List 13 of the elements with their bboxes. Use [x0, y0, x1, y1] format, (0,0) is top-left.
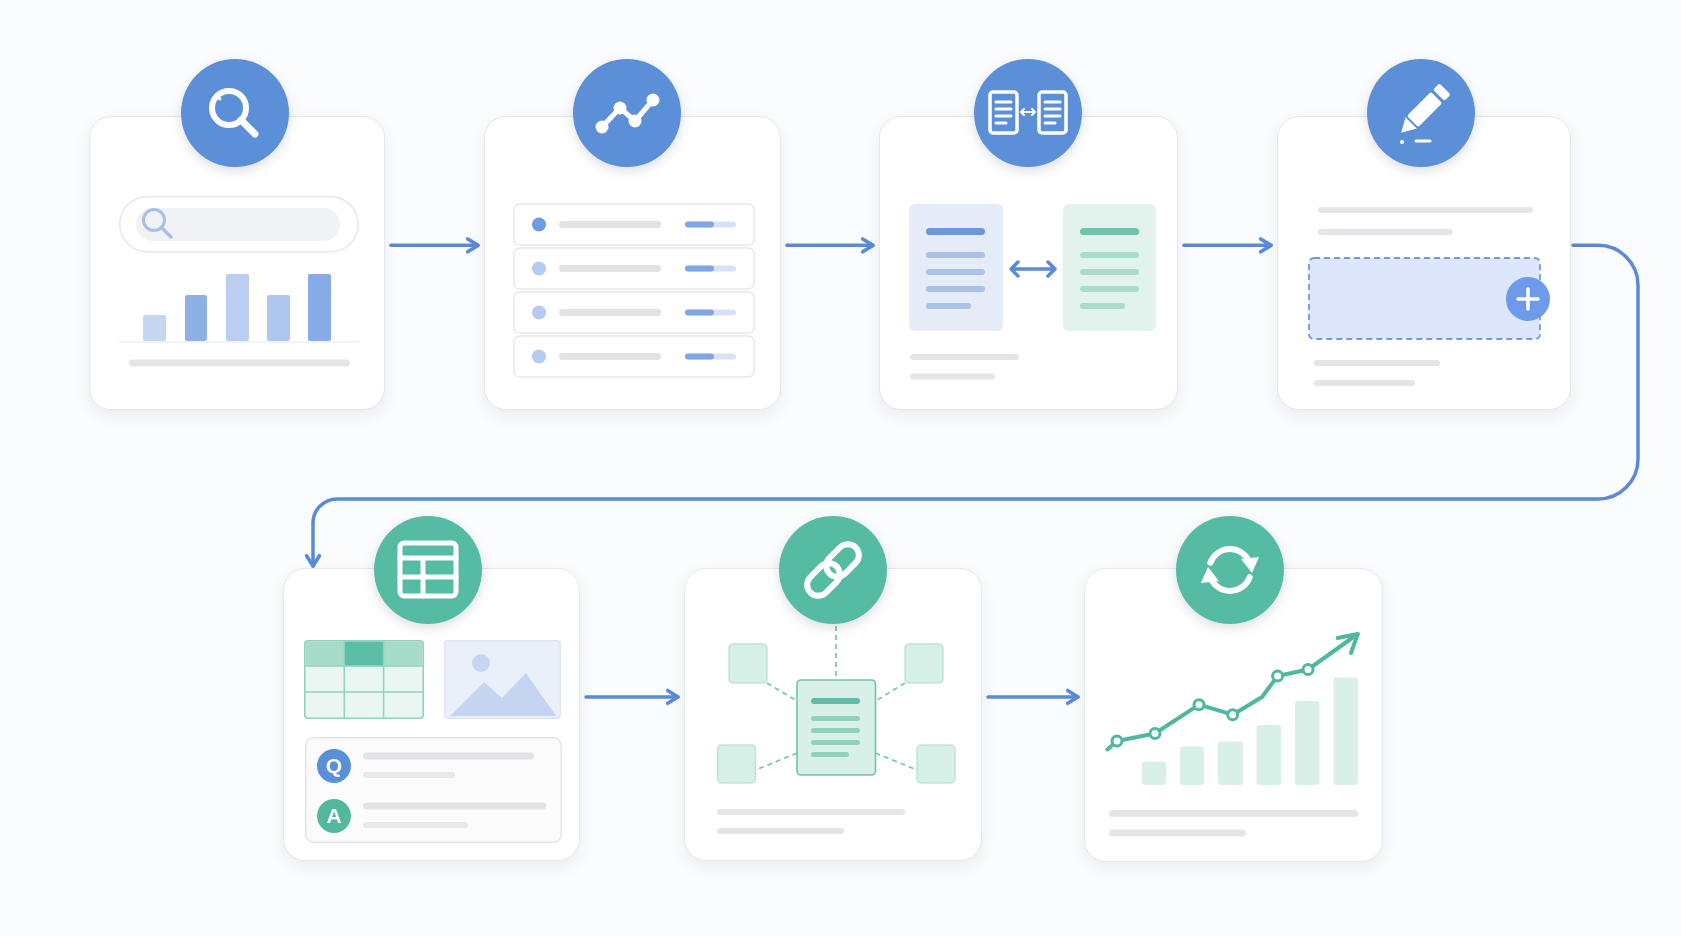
step-card	[89, 116, 385, 410]
step-card	[684, 568, 982, 861]
arrow	[1182, 237, 1273, 254]
arrow	[785, 237, 875, 254]
arrow	[986, 688, 1080, 706]
step-card	[484, 116, 781, 410]
arrow	[389, 237, 480, 254]
step-card	[879, 116, 1178, 410]
step-card	[283, 568, 580, 861]
step-card	[1277, 116, 1571, 410]
step-card	[1084, 568, 1383, 862]
arrow	[584, 688, 680, 706]
arrow	[304, 243, 1640, 568]
